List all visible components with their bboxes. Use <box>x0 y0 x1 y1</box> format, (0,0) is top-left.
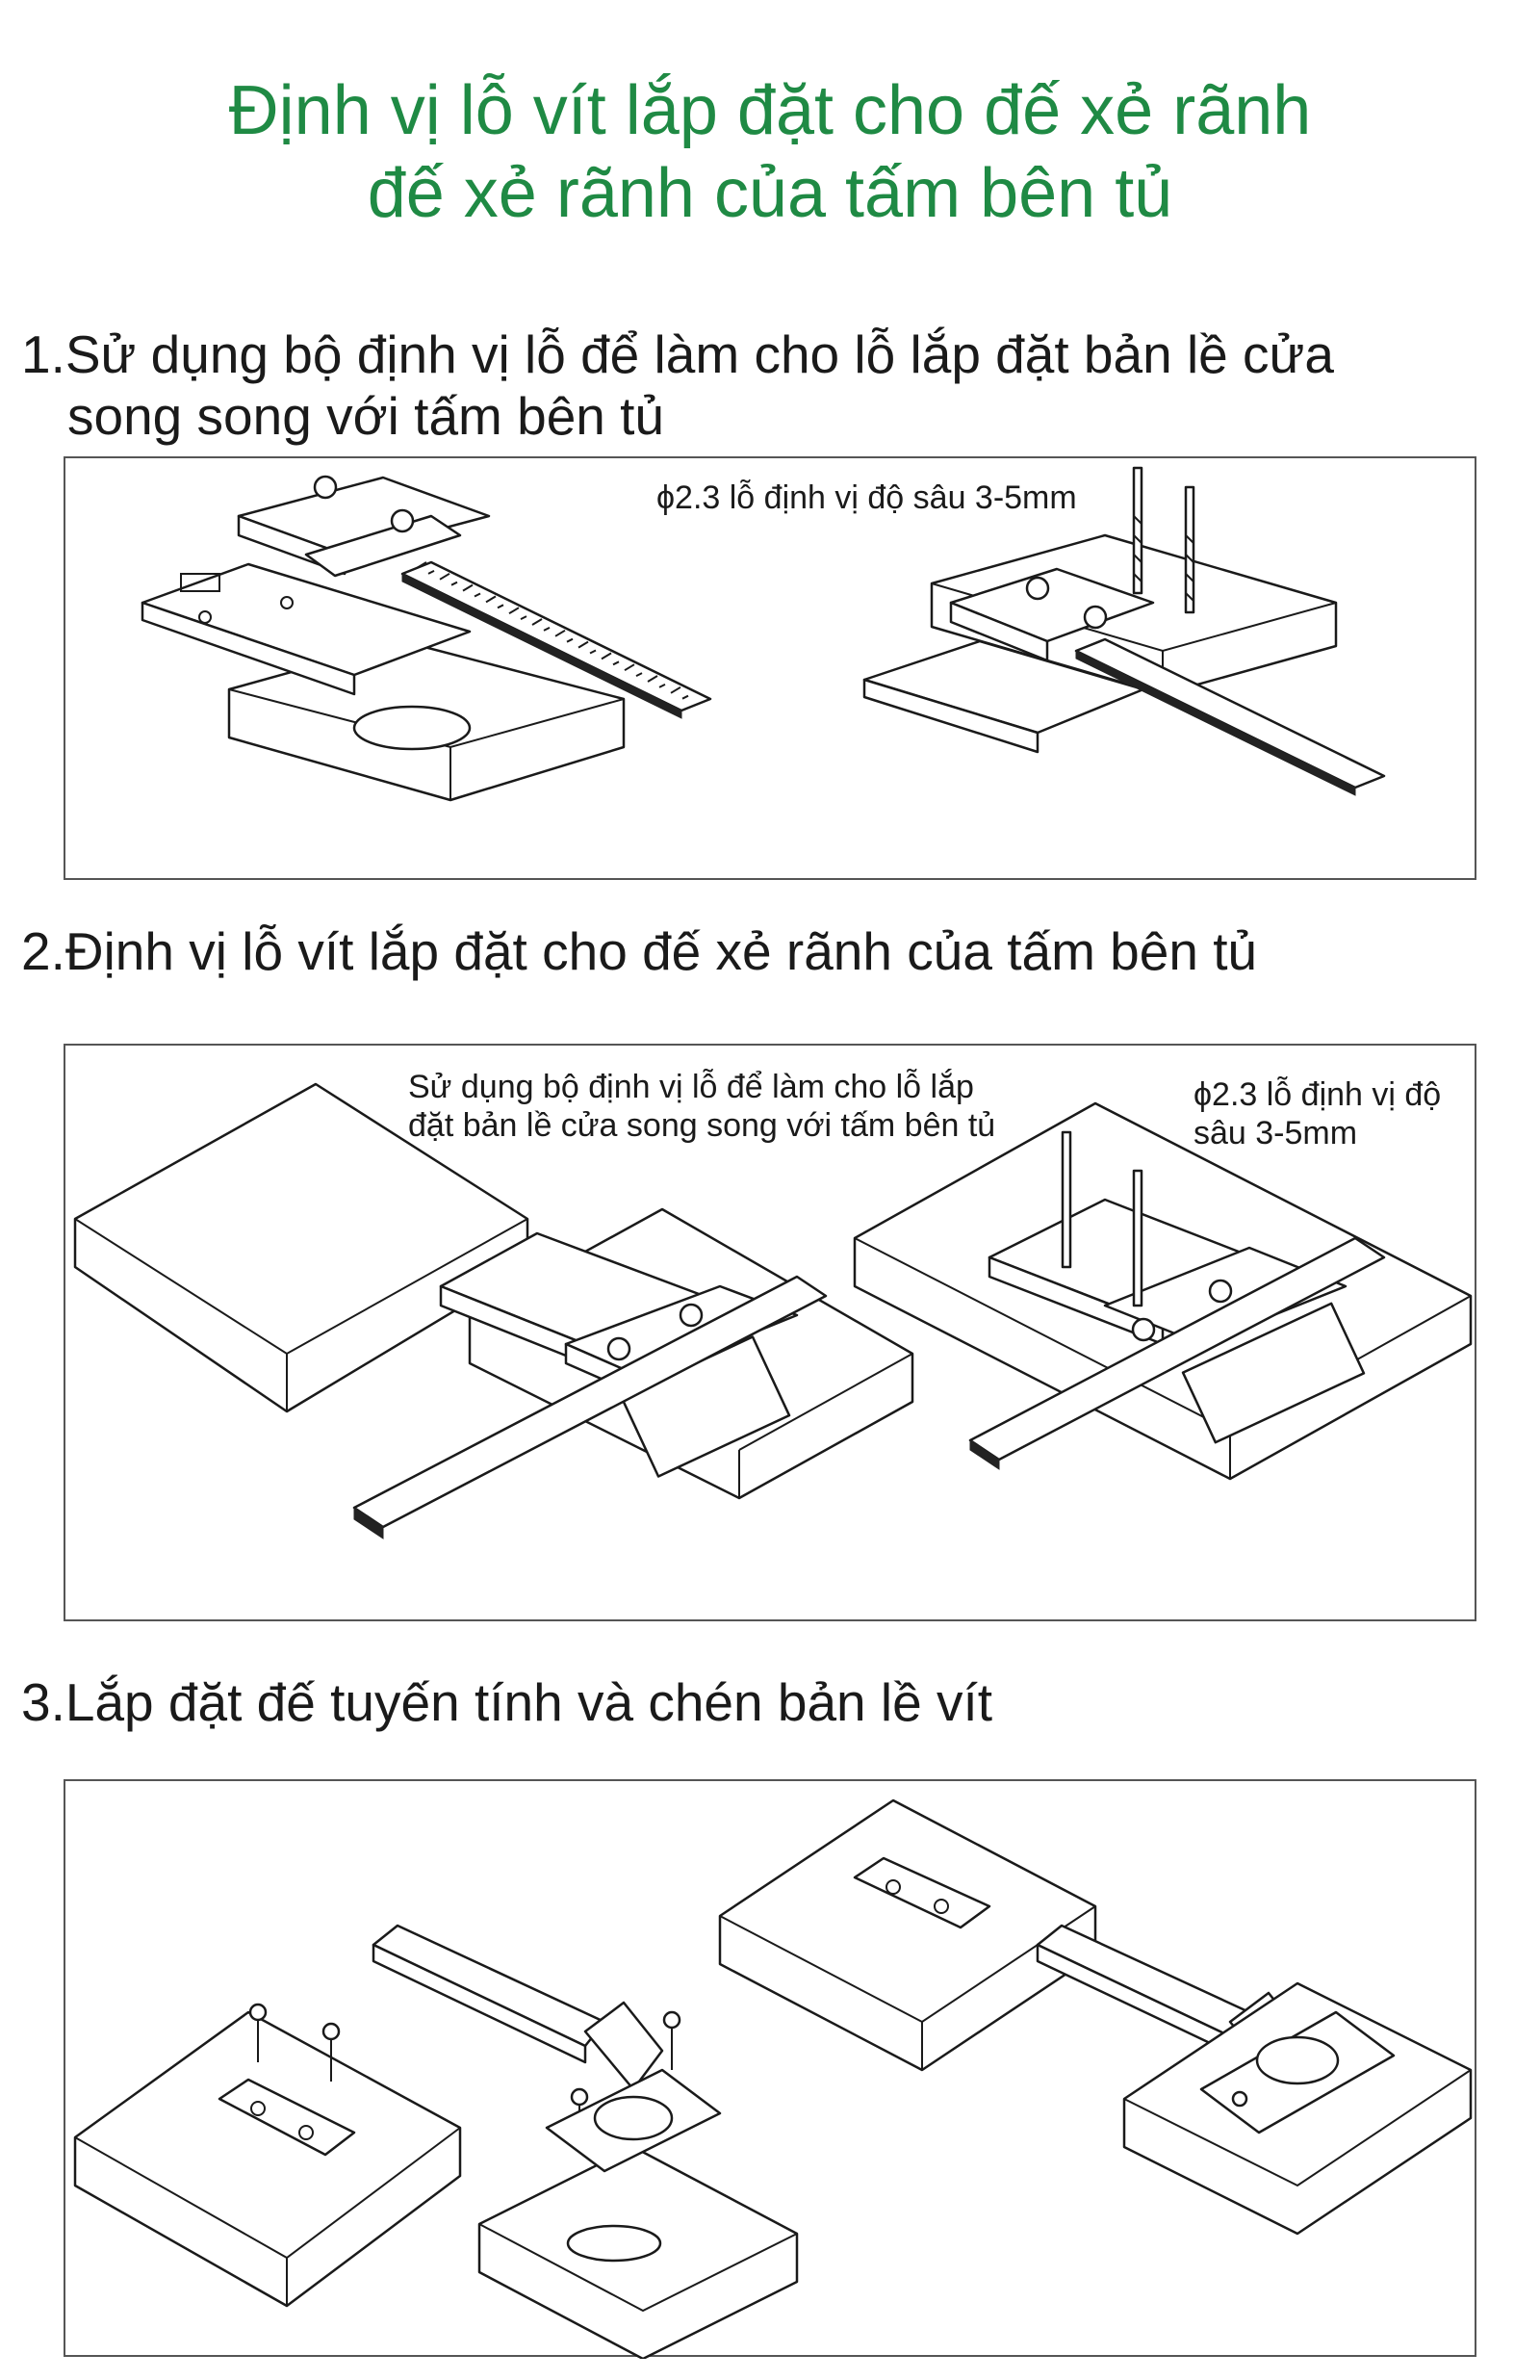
ruler-right <box>1074 637 1386 796</box>
hinge-cup-left <box>545 2068 722 2173</box>
step-2-heading-line-1: 2.Định vị lỗ vít lắp đặt cho đế xẻ rãnh … <box>21 921 1258 981</box>
step-2-illustration <box>73 1082 1473 1539</box>
ruler-tick <box>601 652 612 660</box>
ruler-tick <box>427 570 435 575</box>
ruler-step2-right <box>968 1236 1386 1470</box>
ruler-tick <box>439 572 450 581</box>
ruler-left <box>400 560 712 719</box>
drill-bit-2 <box>1184 485 1195 614</box>
step-2-jig-note-line-1: Sử dụng bộ định vị lỗ để làm cho lỗ lắp <box>408 1069 974 1105</box>
ruler-tick <box>520 615 527 620</box>
cabinet-side-panel-step3-left <box>73 2010 462 2308</box>
step-2-drill-hole-note-line-2: sâu 3-5mm <box>1194 1115 1358 1151</box>
step-1-heading-line-2: song song với tấm bên tủ <box>67 386 665 446</box>
ruler-tick <box>566 637 574 643</box>
ruler-tick <box>497 604 504 609</box>
step-3-illustration <box>73 1798 1473 2359</box>
ruler-tick <box>670 686 681 694</box>
ruler-tick <box>474 592 481 598</box>
step-1-drill-hole-note: ϕ2.3 lỗ định vị độ sâu 3-5mm <box>656 479 1077 516</box>
ruler-tick <box>658 684 666 688</box>
ruler-tick <box>681 694 689 700</box>
ruler-tick <box>589 649 597 655</box>
step-3-illustration-panel <box>64 1779 1476 2359</box>
ruler-tick <box>450 581 458 586</box>
cabinet-side-panel-step3-right <box>718 1798 1097 2072</box>
page-title: Định vị lỗ vít lắp đặt cho đế xẻ rãnh đế… <box>0 69 1540 235</box>
hinge-cup-right <box>1199 2010 1396 2134</box>
ruler-tick <box>554 629 566 637</box>
step-1-heading-line-1: 1.Sử dụng bộ định vị lỗ để làm cho lỗ lắ… <box>21 324 1334 384</box>
step-2-drill-hole-note-line-1: ϕ2.3 lỗ định vị độ <box>1194 1076 1442 1113</box>
step-1-illustration-panel: ϕ2.3 lỗ định vị độ sâu 3-5mm <box>64 456 1476 880</box>
step-2-jig-note-line-2: đặt bản lề cửa song song với tấm bên tủ <box>408 1107 996 1144</box>
ruler-tick <box>578 640 589 649</box>
drill-bit-step2-1 <box>1061 1130 1072 1269</box>
hole-positioning-jig-step2-right <box>968 1130 1386 1470</box>
page-title-line-2: đế xẻ rãnh của tấm bên tủ <box>367 155 1173 232</box>
ruler-tick <box>485 595 497 604</box>
hinge-arm-left <box>372 1924 664 2091</box>
ruler-tick <box>416 561 427 569</box>
step-2-heading: 2.Định vị lỗ vít lắp đặt cho đế xẻ rãnh … <box>21 920 1257 982</box>
ruler-tick <box>462 583 474 592</box>
hole-positioning-jig-step2-left <box>352 1231 828 1539</box>
step-1-heading: 1.Sử dụng bộ định vị lỗ để làm cho lỗ lắ… <box>21 323 1334 447</box>
step-3-heading: 3.Lắp đặt đế tuyến tính và chén bản lề v… <box>21 1671 992 1733</box>
linear-mounting-plate-right <box>853 1856 991 1929</box>
screw-icon <box>248 2003 681 2147</box>
ruler-tick <box>647 675 658 683</box>
linear-mounting-plate-left <box>218 2078 356 2157</box>
drill-bit-step2-2 <box>1132 1169 1143 1307</box>
drill-bit-1 <box>1132 466 1143 595</box>
ruler-tick <box>635 672 643 677</box>
step-3-heading-line-1: 3.Lắp đặt đế tuyến tính và chén bản lề v… <box>21 1672 993 1732</box>
step-1-illustration <box>141 466 1386 802</box>
ruler-tick <box>543 627 551 632</box>
ruler-tick <box>508 607 520 615</box>
ruler-tick <box>612 660 620 666</box>
hole-positioning-jig-left <box>141 475 712 719</box>
ruler-tick <box>531 618 543 626</box>
page-title-line-1: Định vị lỗ vít lắp đặt cho đế xẻ rãnh <box>228 72 1312 149</box>
door-panel-step3-left <box>477 2145 799 2359</box>
hole-positioning-jig-right <box>862 466 1386 796</box>
ruler-tick <box>624 663 635 672</box>
step-2-illustration-panel: Sử dụng bộ định vị lỗ để làm cho lỗ lắp … <box>64 1044 1476 1621</box>
ruler-step2-left <box>352 1275 828 1539</box>
